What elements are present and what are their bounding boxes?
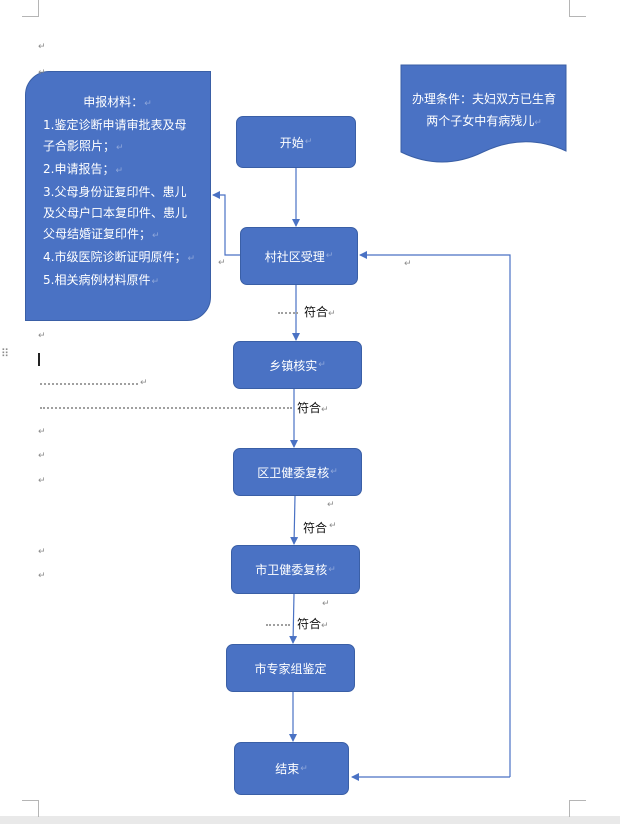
edge-label-conform: 符合↵ xyxy=(297,401,329,415)
paragraph-mark: ↵ xyxy=(38,68,46,78)
paragraph-mark: ↵ xyxy=(38,331,46,341)
paragraph-mark: ↵ xyxy=(218,258,226,268)
drag-handle-icon[interactable]: ⠿ xyxy=(1,347,11,360)
node-city-review: 市卫健委复核↵ xyxy=(231,545,360,594)
corner-mark-top-right xyxy=(569,0,586,17)
corner-mark-bottom-right xyxy=(569,800,586,817)
text-cursor xyxy=(38,353,40,366)
condition-line: 两个子女中有病残儿↵ xyxy=(426,114,542,128)
node-expert-appraisal: 市专家组鉴定 xyxy=(226,644,355,692)
paragraph-mark: ↵ xyxy=(38,42,46,52)
edge-label-conform: 符合↵ xyxy=(297,617,329,631)
materials-line: 5.相关病例材料原件↵ xyxy=(43,273,159,287)
page-bottom-edge xyxy=(0,816,620,824)
materials-title: 申报材料：↵ xyxy=(83,95,152,109)
materials-line: 1.鉴定诊断申请审批表及母 xyxy=(43,118,187,132)
node-township-verification: 乡镇核实↵ xyxy=(233,341,362,389)
materials-line: 4.市级医院诊断证明原件；↵ xyxy=(43,250,195,264)
node-village-acceptance: 村社区受理↵ xyxy=(240,227,358,285)
paragraph-mark: ↵ xyxy=(38,451,46,461)
edge-label-conform: 符合↵ xyxy=(304,305,336,319)
paragraph-mark: ↵ xyxy=(404,259,412,269)
condition-document-shape xyxy=(400,64,567,163)
paragraph-mark: ↵ xyxy=(38,571,46,581)
materials-line: 及父母户口本复印件、患儿 xyxy=(43,206,188,220)
paragraph-mark: ↵ xyxy=(322,599,330,609)
edge-label-conform: 符合 xyxy=(303,521,328,535)
application-materials-box: 申报材料：↵ 1.鉴定诊断申请审批表及母 子合影照片；↵ 2.申请报告；↵ 3.… xyxy=(25,71,211,321)
arrow-district-to-city xyxy=(290,495,299,545)
condition-text: 办理条件：夫妇双方已生育 两个子女中有病残儿↵ xyxy=(404,88,564,134)
materials-line: 父母结婚证复印件；↵ xyxy=(43,227,160,241)
paragraph-mark: ↵ xyxy=(140,378,148,388)
dotted-leader xyxy=(266,624,290,626)
arrow-city-to-expert xyxy=(289,593,298,644)
node-start: 开始↵ xyxy=(236,116,356,168)
corner-mark-bottom-left xyxy=(22,800,39,817)
corner-mark-top-left xyxy=(22,0,39,17)
materials-line: 子合影照片；↵ xyxy=(43,139,124,153)
paragraph-mark: ↵ xyxy=(38,547,46,557)
dotted-leader xyxy=(40,407,292,409)
paragraph-mark: ↵ xyxy=(38,476,46,486)
paragraph-mark: ↵ xyxy=(327,500,335,510)
arrow-return-to-village xyxy=(359,251,511,777)
dotted-leader xyxy=(278,312,298,314)
condition-line: 办理条件：夫妇双方已生育 xyxy=(411,92,556,106)
node-end: 结束↵ xyxy=(234,742,349,795)
dotted-leader xyxy=(40,383,138,385)
paragraph-mark: ↵ xyxy=(38,427,46,437)
node-district-review: 区卫健委复核↵ xyxy=(233,448,362,496)
paragraph-mark: ↵ xyxy=(329,521,337,531)
materials-line: 3.父母身份证复印件、患儿 xyxy=(43,185,187,199)
materials-line: 2.申请报告；↵ xyxy=(43,162,123,176)
arrow-village-to-materials xyxy=(212,191,240,256)
